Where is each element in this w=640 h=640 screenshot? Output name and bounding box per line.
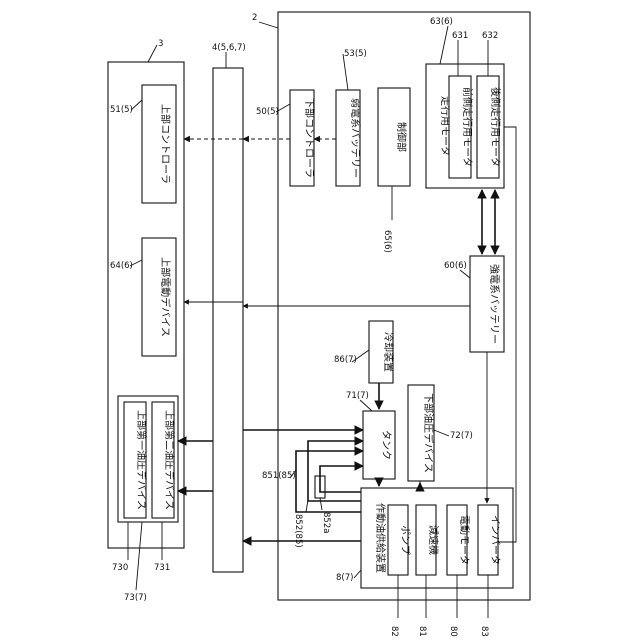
control-unit-block: 制御部 — [378, 88, 410, 186]
ref-82: 82 — [389, 626, 399, 637]
rear-travel-motor-label: 後側走行用モータ — [489, 87, 502, 167]
pump-label: ポンプ — [399, 525, 411, 555]
ref-60: 60(6) — [444, 261, 467, 271]
hydraulic-supply-label: 作動油供給装置 — [374, 503, 387, 573]
ref-852a: 852a — [321, 512, 331, 533]
lower-hydraulic-device-label: 下部油圧デバイス — [422, 393, 435, 473]
ref-852: 852(85) — [293, 514, 303, 548]
strong-battery-label: 強電系バッテリー — [488, 264, 501, 344]
ref-53: 53(5) — [344, 49, 367, 59]
front-travel-motor-label: 前側走行用モータ — [461, 87, 474, 167]
ref-64: 64(6) — [110, 261, 133, 271]
upper-first-hydraulic-device-label: 上部第一油圧デバイス — [135, 410, 148, 510]
ref-81: 81 — [417, 626, 427, 637]
ref-631: 631 — [452, 31, 468, 41]
ref-730: 730 — [112, 563, 128, 573]
inverter-label: インバータ — [489, 515, 501, 565]
control-unit-label: 制御部 — [395, 122, 408, 152]
upper-second-hydraulic-device-label: 上部第二油圧デバイス — [163, 410, 176, 510]
hydraulic-supply-block: 作動油供給装置 ポンプ 減速機 電動モータ インバータ — [361, 488, 513, 588]
ref-86: 86(7) — [334, 355, 357, 365]
travel-motor-block: 走行用モータ 前側走行用モータ 後側走行用モータ — [426, 64, 504, 188]
lower-controller-block: 下部コントローラ — [290, 90, 316, 186]
cooling-device-label: 冷却装置 — [382, 332, 395, 372]
ref-73: 73(7) — [124, 593, 147, 603]
cooling-device-block: 冷却装置 — [369, 321, 395, 383]
ref-632: 632 — [482, 31, 498, 41]
ref-63: 63(6) — [430, 17, 453, 27]
ref-3: 3 — [158, 39, 163, 49]
ref-71: 71(7) — [346, 391, 369, 401]
ref-51: 51(5) — [110, 105, 133, 115]
common-bus-bar — [213, 68, 243, 572]
ref-50: 50(5) — [256, 107, 279, 117]
strong-battery-block: 強電系バッテリー — [470, 256, 504, 352]
ref-83: 83 — [479, 626, 489, 637]
lower-hydraulic-device-block: 下部油圧デバイス — [408, 385, 435, 481]
electric-motor-label: 電動モータ — [458, 515, 471, 565]
ref-80: 80 — [448, 626, 458, 637]
ref-72: 72(7) — [450, 431, 473, 441]
ref-8: 8(7) — [336, 573, 353, 583]
ref-2: 2 — [252, 13, 257, 23]
lower-controller-label: 下部コントローラ — [303, 98, 316, 178]
ref-65: 65(6) — [382, 230, 392, 253]
weak-battery-block: 弱電系バッテリー — [336, 90, 361, 186]
ref-731: 731 — [154, 563, 170, 573]
upper-hydraulic-device-group: 上部第一油圧デバイス 上部第二油圧デバイス — [118, 396, 178, 522]
upper-controller-block: 上部コントローラ — [142, 85, 176, 203]
tank-block: タンク — [363, 411, 395, 479]
upper-controller-label: 上部コントローラ — [159, 104, 172, 184]
upper-electric-device-label: 上部電動デバイス — [159, 257, 172, 337]
tank-label: タンク — [380, 430, 392, 460]
ref-851: 851(85) — [262, 471, 296, 481]
weak-battery-label: 弱電系バッテリー — [349, 98, 361, 178]
ref-4: 4(5,6,7) — [212, 43, 246, 53]
reducer-label: 減速機 — [427, 525, 440, 555]
upper-electric-device-block: 上部電動デバイス — [142, 238, 176, 356]
